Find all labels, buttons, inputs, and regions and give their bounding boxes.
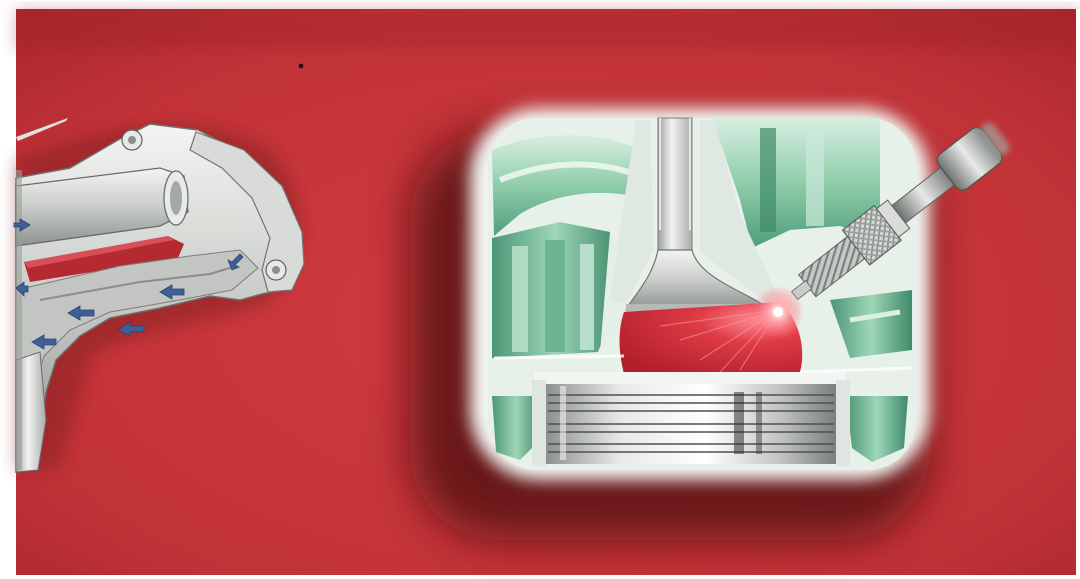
flange-bolt-right [266, 260, 286, 280]
piston-rings [548, 395, 834, 452]
top-shade [16, 9, 1080, 49]
combustion-chamber-cutaway [488, 118, 916, 470]
right-margin [1076, 9, 1080, 575]
speck [299, 64, 304, 69]
cylinder-head-gasket [534, 372, 846, 386]
flange-bolt-top [122, 130, 142, 150]
